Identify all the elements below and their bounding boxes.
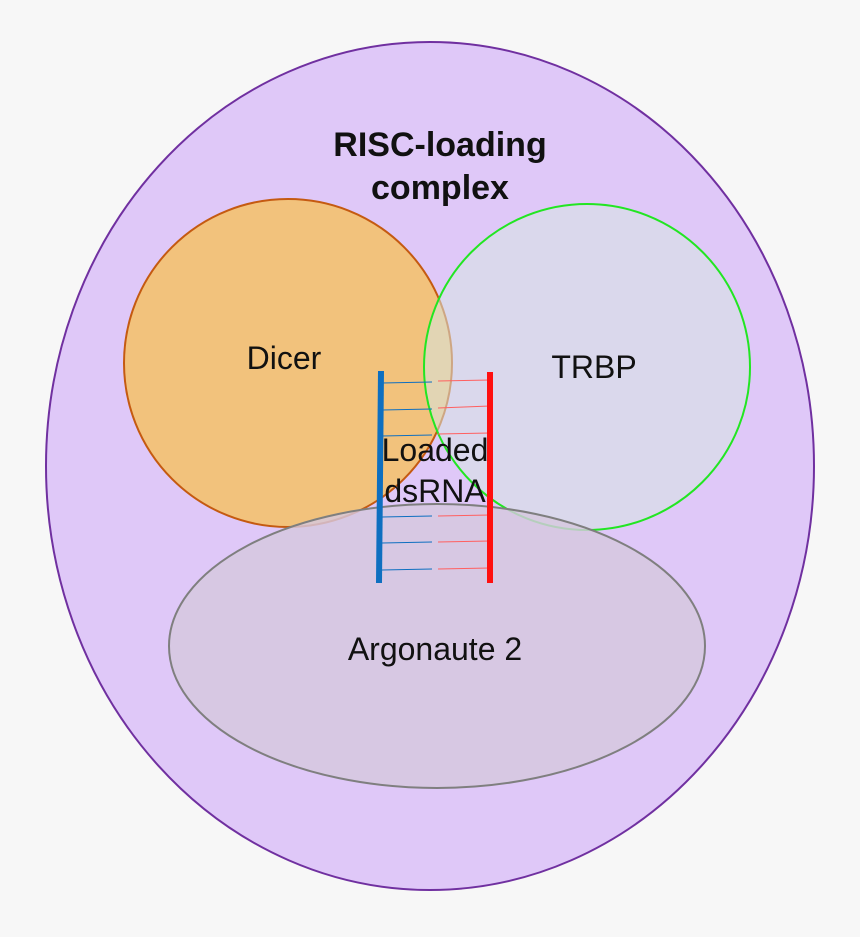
dsrna-label-line2: dsRNA (384, 473, 486, 509)
base-pair-red (437, 379, 491, 382)
base-pair-red (437, 432, 491, 435)
base-pair-red (437, 514, 491, 517)
base-pair-blue (381, 408, 433, 411)
base-pair-blue (381, 568, 433, 571)
base-pair-red (437, 405, 491, 409)
dicer-label: Dicer (247, 340, 322, 376)
complex-title-line1: RISC-loading (333, 126, 546, 164)
base-pair-blue (381, 541, 433, 544)
complex-title-line2: complex (371, 169, 509, 207)
base-pair-blue (381, 381, 433, 384)
argonaute-label: Argonaute 2 (348, 631, 522, 667)
argonaute-ellipse (168, 503, 706, 789)
base-pair-blue (381, 515, 433, 518)
dsrna-base-pairs (381, 379, 491, 571)
base-pair-red (437, 567, 491, 570)
trbp-label: TRBP (551, 349, 636, 385)
dsrna-label-line1: Loaded (382, 432, 489, 468)
dsrna-blue-strand (376, 370, 384, 584)
base-pair-blue (381, 434, 433, 437)
base-pair-red (437, 540, 491, 543)
